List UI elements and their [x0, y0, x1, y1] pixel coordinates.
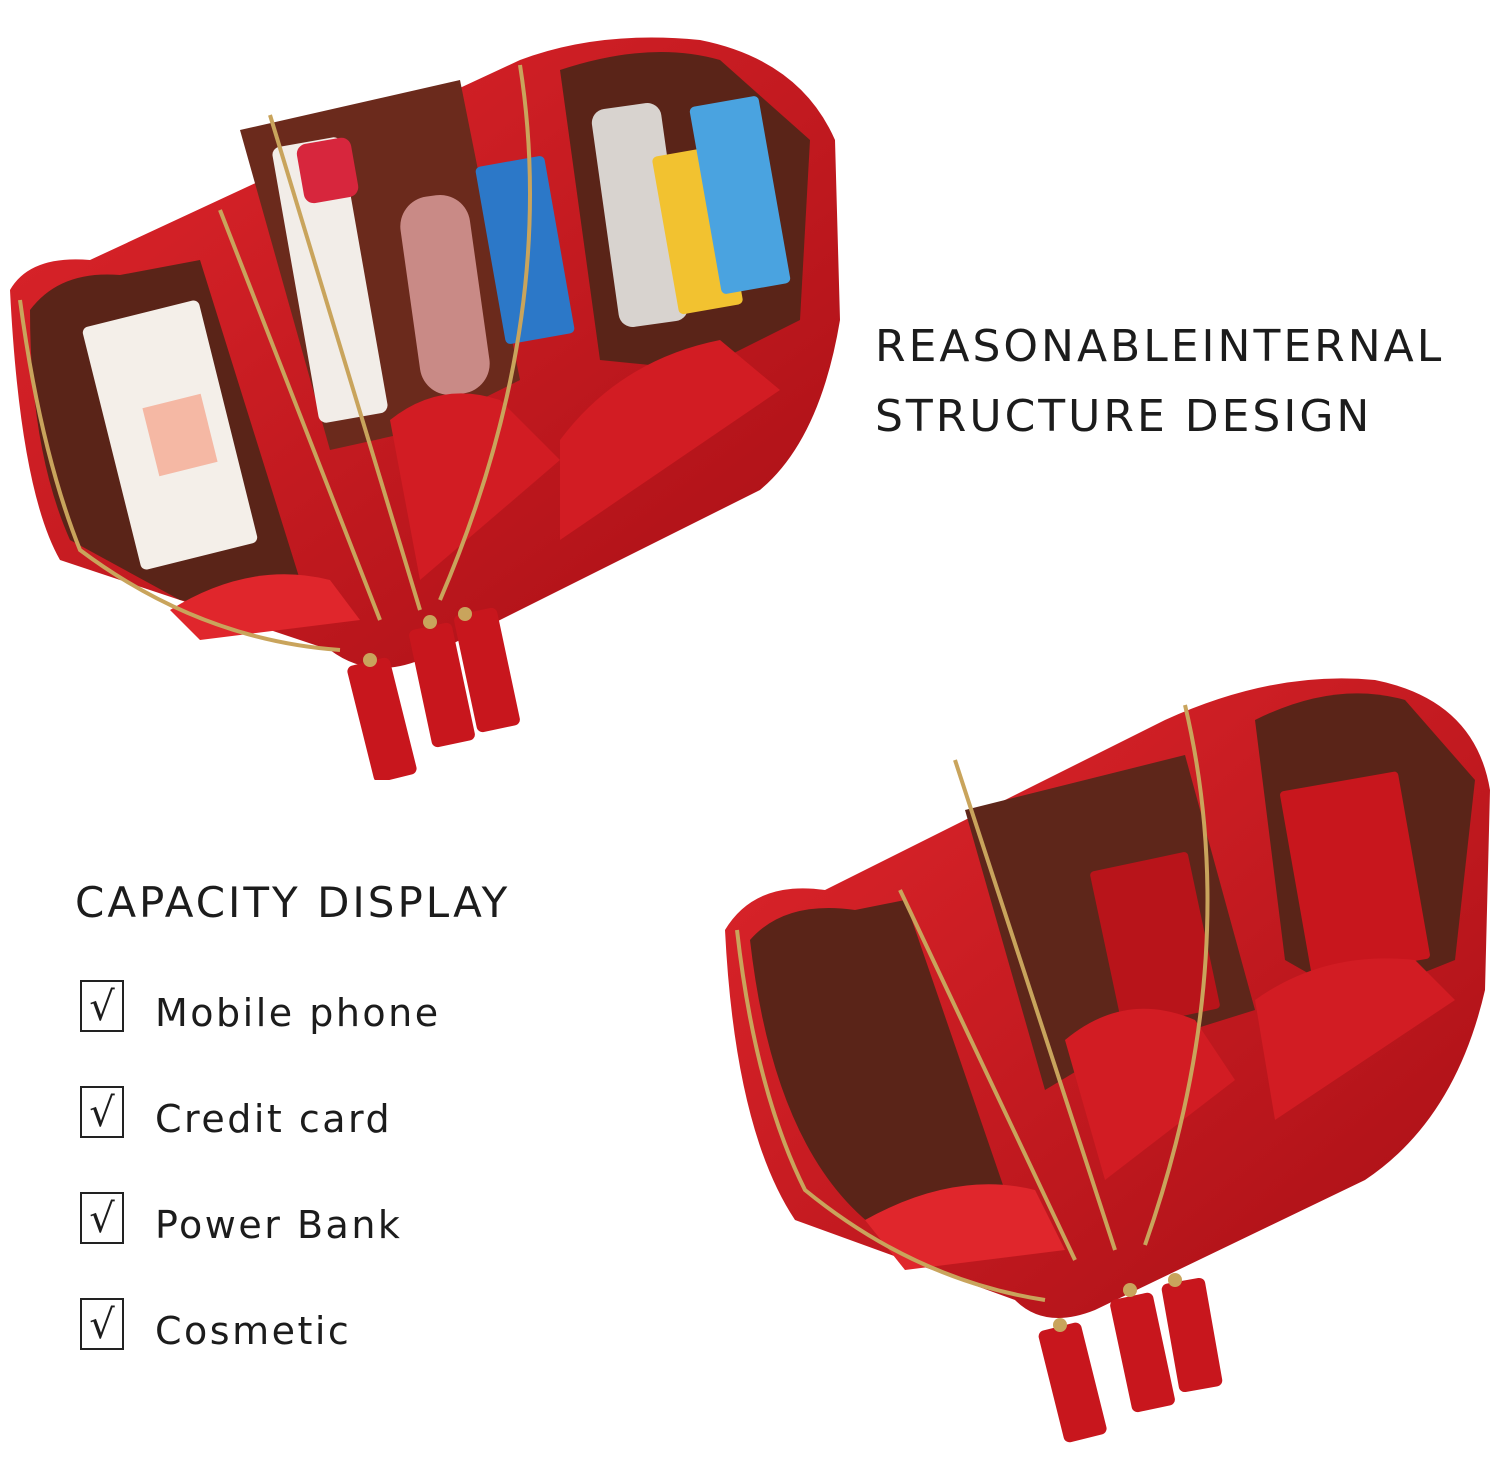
capacity-item-label: Mobile phone: [155, 991, 441, 1035]
checkmark-icon: √: [80, 1298, 124, 1350]
checkmark-icon: √: [80, 980, 124, 1032]
capacity-title: CAPACITY DISPLAY: [75, 878, 511, 927]
capacity-item-credit-card: √ Credit card: [80, 1084, 441, 1190]
capacity-item-label: Power Bank: [155, 1203, 403, 1247]
structure-heading-line2: STRUCTURE DESIGN: [875, 391, 1373, 442]
capacity-list: √ Mobile phone √ Credit card √ Power Ban…: [80, 978, 441, 1402]
structure-heading-line1: REASONABLEINTERNAL: [875, 321, 1445, 372]
checkmark-icon: √: [80, 1192, 124, 1244]
capacity-item-cosmetic: √ Cosmetic: [80, 1296, 441, 1402]
capacity-item-mobile-phone: √ Mobile phone: [80, 978, 441, 1084]
capacity-item-power-bank: √ Power Bank: [80, 1190, 441, 1296]
wallet-open-empty-photo: [725, 678, 1490, 1443]
capacity-item-label: Credit card: [155, 1097, 393, 1141]
capacity-item-label: Cosmetic: [155, 1309, 352, 1353]
wallet-open-with-items-photo: [10, 37, 840, 780]
structure-heading: REASONABLEINTERNAL STRUCTURE DESIGN: [875, 312, 1485, 452]
checkmark-icon: √: [80, 1086, 124, 1138]
